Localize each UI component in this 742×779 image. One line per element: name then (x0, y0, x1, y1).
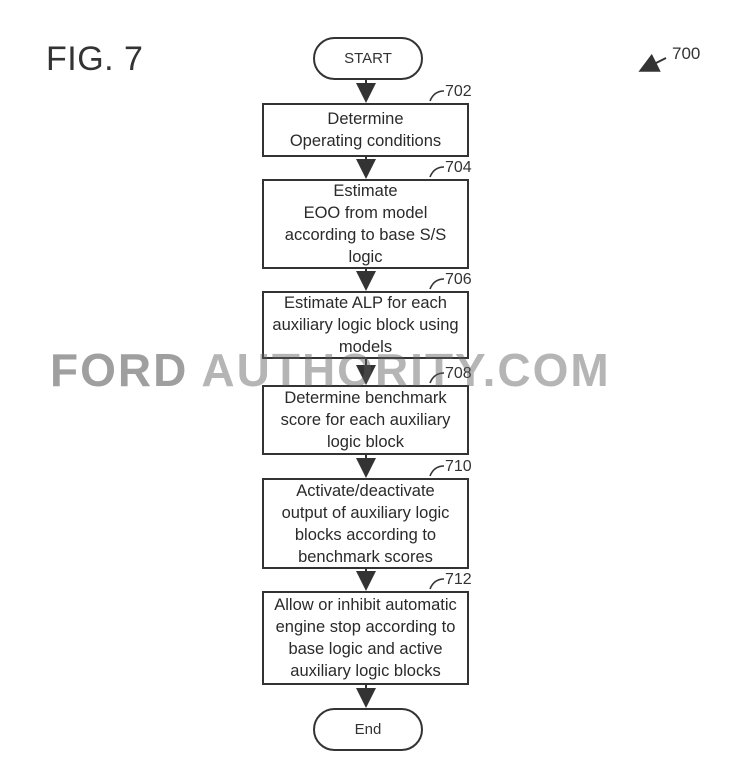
watermark-left: FORD (50, 344, 188, 396)
step-box-712: Allow or inhibit automatic engine stop a… (262, 591, 469, 685)
figure-label: FIG. 7 (46, 40, 143, 79)
leader-702 (430, 91, 444, 101)
step-ref-712: 712 (445, 571, 472, 589)
step-text-710: Activate/deactivate output of auxiliary … (282, 480, 450, 568)
end-label: End (355, 721, 382, 738)
start-label: START (344, 50, 392, 67)
step-text-712: Allow or inhibit automatic engine stop a… (274, 594, 457, 682)
end-terminal: End (313, 708, 423, 751)
step-text-702: Determine Operating conditions (290, 108, 441, 152)
step-ref-710: 710 (445, 458, 472, 476)
step-box-704: Estimate EOO from model according to bas… (262, 179, 469, 269)
step-ref-704: 704 (445, 159, 472, 177)
step-box-702: Determine Operating conditions (262, 103, 469, 157)
watermark: FORD AUTHORITY.COM (50, 343, 611, 397)
step-box-710: Activate/deactivate output of auxiliary … (262, 478, 469, 569)
leader-712 (430, 579, 444, 589)
step-ref-706: 706 (445, 271, 472, 289)
figure-reference-numeral: 700 (672, 44, 700, 64)
leader-710 (430, 466, 444, 476)
step-ref-702: 702 (445, 83, 472, 101)
step-text-704: Estimate EOO from model according to bas… (285, 180, 446, 268)
start-terminal: START (313, 37, 423, 80)
leader-706 (430, 279, 444, 289)
leader-704 (430, 167, 444, 177)
reference-arrow (642, 58, 666, 70)
watermark-right: AUTHORITY.COM (201, 344, 610, 396)
